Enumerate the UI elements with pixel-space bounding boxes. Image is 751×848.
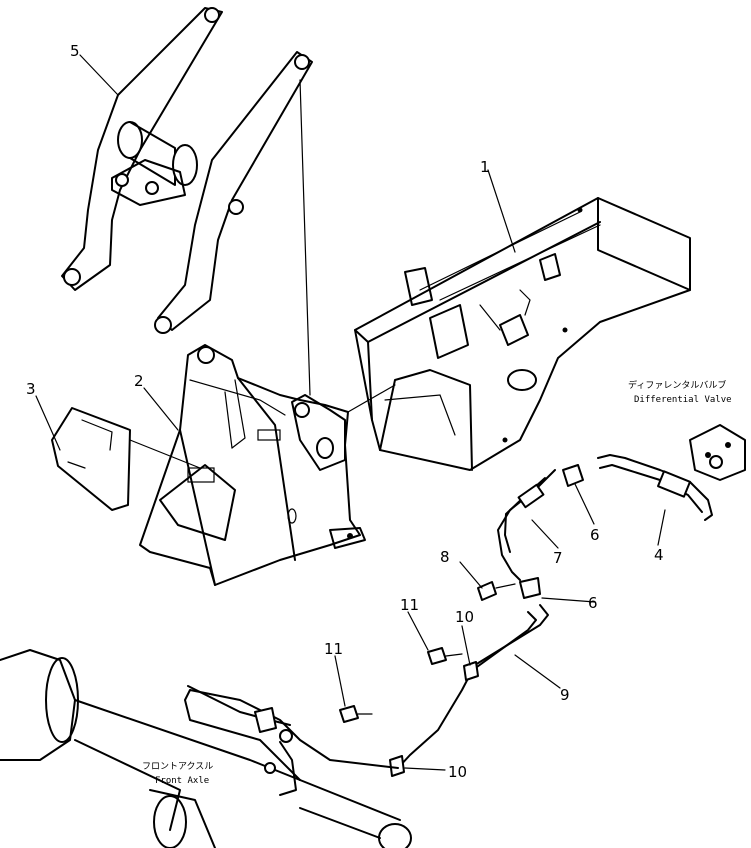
callout-5: 4 <box>654 546 664 564</box>
cover-plate <box>51 407 131 511</box>
differential-valve-label-en: Differential Valve <box>634 395 732 405</box>
differential-valve-label-jp: ディファレンタルバルブ <box>628 379 726 391</box>
callout-4: 5 <box>70 42 80 60</box>
hydraulic-lines <box>184 424 746 796</box>
lift-arm-assembly <box>61 7 313 334</box>
callout-8: 8 <box>440 548 450 566</box>
callout-10b: 10 <box>448 763 467 781</box>
labels: ディファレンタルバルブ Differential Valve フロントアクスル … <box>142 379 732 786</box>
callout-3: 3 <box>26 380 36 398</box>
callouts: 5 1 2 3 4 6 7 8 6 9 10 10 11 11 <box>26 42 664 781</box>
callout-10a: 10 <box>455 608 474 626</box>
callout-9: 9 <box>560 686 570 704</box>
callout-1: 1 <box>480 158 490 176</box>
front-frame <box>139 344 366 586</box>
leader-lines <box>35 54 666 771</box>
callout-6b: 6 <box>588 594 598 612</box>
callout-2: 2 <box>134 372 144 390</box>
callout-7: 7 <box>553 549 563 567</box>
front-axle-label-en: Front Axle <box>155 776 209 786</box>
front-axle-label-jp: フロントアクスル <box>142 761 213 772</box>
rear-frame <box>354 197 691 471</box>
callout-11a: 11 <box>400 596 419 614</box>
callout-6a: 6 <box>590 526 600 544</box>
callout-11b: 11 <box>324 640 343 658</box>
front-axle <box>0 649 412 848</box>
